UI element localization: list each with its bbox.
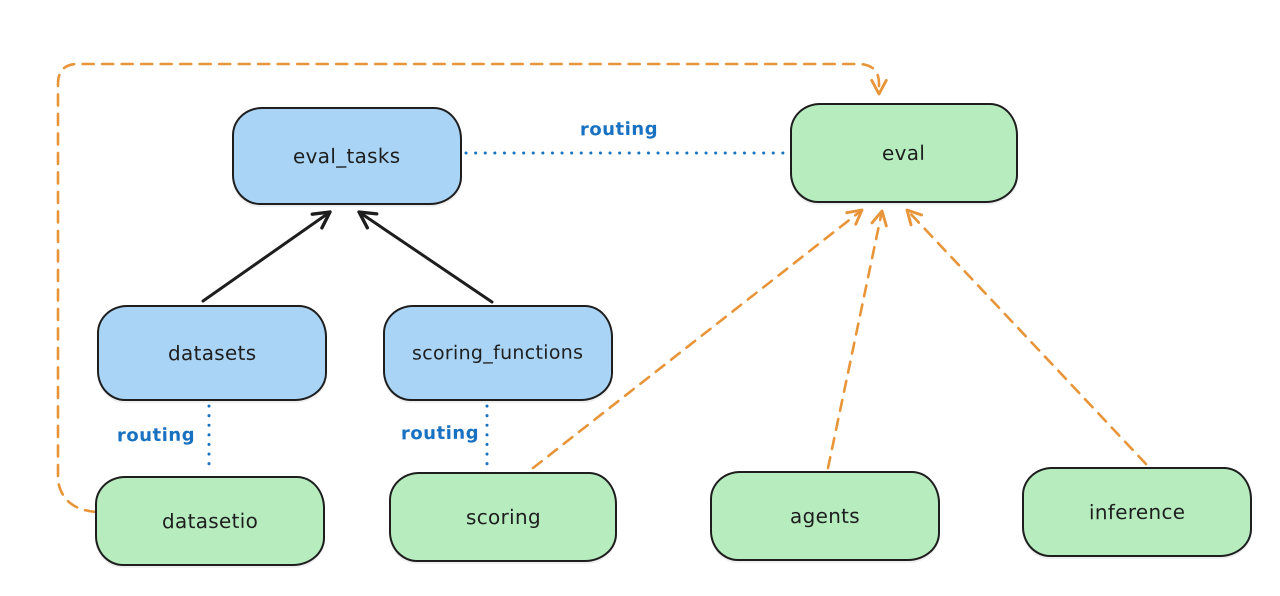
edge-scoring-to-eval: [531, 208, 864, 470]
node-scoring-functions-label: scoring_functions: [412, 341, 584, 365]
node-eval-tasks-label: eval_tasks: [293, 143, 401, 169]
node-eval-tasks: eval_tasks: [232, 107, 462, 205]
node-datasets: datasets: [97, 305, 327, 401]
node-scoring-functions: scoring_functions: [383, 305, 613, 401]
node-datasetio-label: datasetio: [161, 508, 259, 534]
edge-datasetio-to-eval: [56, 62, 888, 514]
edge-datasets-to-eval-tasks: [201, 210, 332, 303]
node-inference-label: inference: [1088, 499, 1186, 525]
node-datasetio: datasetio: [95, 476, 325, 566]
node-eval: eval: [790, 103, 1018, 203]
edge-inference-to-eval: [905, 208, 1148, 466]
edge-agents-to-eval: [826, 209, 888, 470]
node-datasets-label: datasets: [167, 340, 257, 366]
routing-label-eval-tasks-eval: routing: [579, 118, 659, 141]
node-agents-label: agents: [789, 503, 861, 529]
node-inference: inference: [1022, 467, 1252, 557]
node-scoring-label: scoring: [465, 504, 541, 530]
node-agents: agents: [710, 471, 940, 561]
edge-scoring-functions-to-eval-tasks: [357, 210, 494, 304]
routing-label-scoring-functions-scoring: routing: [400, 422, 480, 445]
node-eval-label: eval: [882, 140, 926, 166]
routing-label-datasets-datasetio: routing: [116, 424, 196, 447]
node-scoring: scoring: [389, 472, 617, 562]
